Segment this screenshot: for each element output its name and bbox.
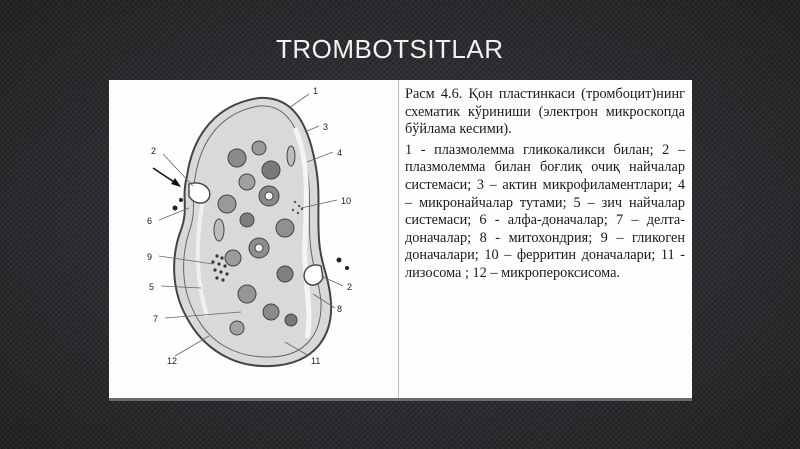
diagram-label-6: 6 <box>147 216 152 226</box>
external-granules <box>172 198 349 270</box>
caption-title: Расм 4.6. Қон пластинкаси (тромбоцит)нин… <box>405 86 685 138</box>
diagram-label-11: 11 <box>311 356 320 366</box>
diagram-label-7: 7 <box>153 314 158 324</box>
figure-panel: 1 3 4 2 10 6 9 2 5 8 7 12 11 Расм 4.6. Қ… <box>109 80 692 401</box>
diagram-label-4: 4 <box>337 148 342 158</box>
open-canaliculi <box>188 182 324 286</box>
diagram-label-2b: 2 <box>347 282 352 292</box>
diagram-label-1: 1 <box>313 86 318 96</box>
diagram-label-5: 5 <box>149 282 154 292</box>
diagram-label-2a: 2 <box>151 146 156 156</box>
diagram-label-10: 10 <box>341 196 351 206</box>
caption-legend: 1 - плазмолемма гликокаликси билан; 2 – … <box>405 141 685 281</box>
leader-lines <box>158 93 344 357</box>
platelet-schematic: 1 3 4 2 10 6 9 2 5 8 7 12 11 <box>147 86 352 368</box>
figure-caption: Расм 4.6. Қон пластинкаси (тромбоцит)нин… <box>405 86 685 283</box>
diagram-label-8: 8 <box>337 304 342 314</box>
arrow-icon <box>152 167 181 187</box>
platelet-diagram: 1 3 4 2 10 6 9 2 5 8 7 12 11 <box>109 80 399 398</box>
cell-body <box>173 96 333 368</box>
organelles <box>211 140 304 336</box>
slide-title: TROMBOTSITLAR <box>276 34 504 64</box>
diagram-label-12: 12 <box>167 356 177 366</box>
diagram-label-3: 3 <box>323 122 328 132</box>
diagram-label-9: 9 <box>147 252 152 262</box>
